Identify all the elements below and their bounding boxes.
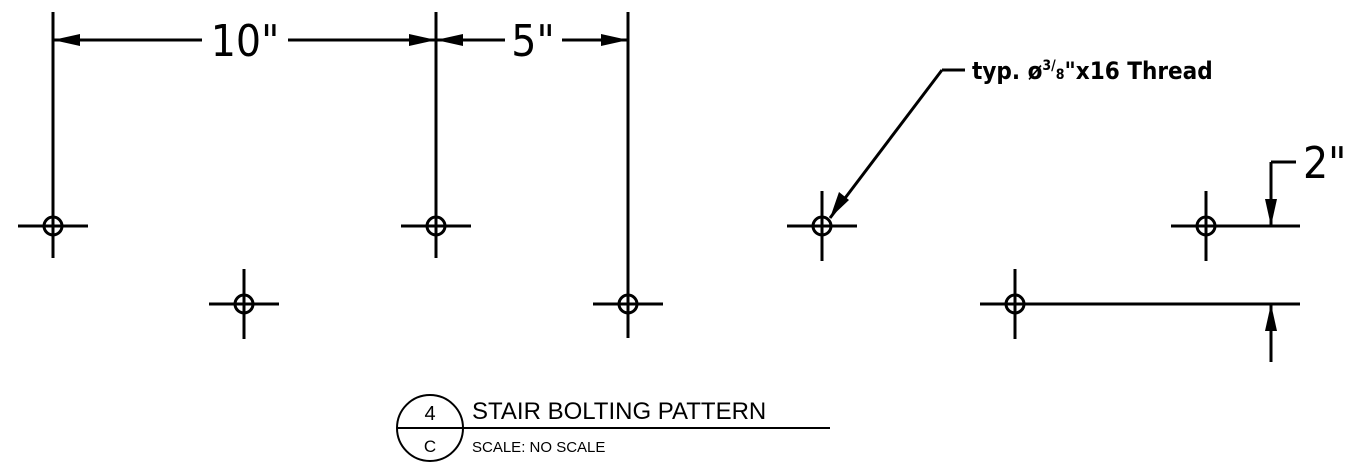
- detail-title: STAIR BOLTING PATTERN: [472, 398, 766, 425]
- dimension-10in-label: 10": [211, 16, 280, 67]
- detail-scale: SCALE: NO SCALE: [472, 439, 605, 456]
- bolt-hole-marker: [787, 191, 857, 261]
- detail-title-block: 4 C STAIR BOLTING PATTERN SCALE: NO SCAL…: [396, 394, 830, 462]
- sheet-letter: C: [424, 437, 436, 456]
- bolt-hole-marker: [593, 293, 663, 315]
- thread-callout-label: typ. ø3/8"x16 Thread: [972, 57, 1213, 85]
- detail-number: 4: [424, 403, 435, 425]
- bolt-hole-marker: [18, 215, 88, 237]
- dimension-10in: 10": [53, 16, 436, 67]
- dimension-2in: 2": [1265, 138, 1346, 362]
- thread-callout-leader: [828, 68, 965, 219]
- dimension-2in-label: 2": [1303, 138, 1346, 189]
- bolt-hole-marker: [401, 215, 471, 237]
- bolt-hole-marker: [209, 269, 279, 339]
- dimension-5in: 5": [436, 16, 628, 67]
- dimension-5in-label: 5": [511, 16, 554, 67]
